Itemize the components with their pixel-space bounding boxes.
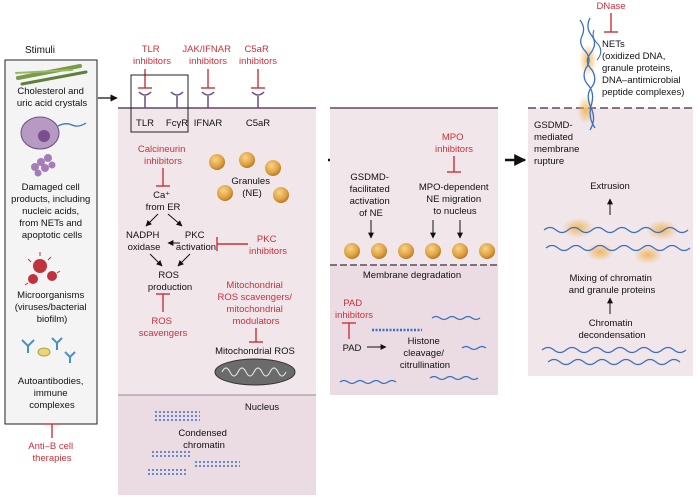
nadph-to-ros-arrow — [149, 253, 163, 267]
pad-inhibitors-label: PAD inhibitors — [335, 298, 373, 321]
net-release-panel: DNase NETs (oxidized DNA, granule protei… — [528, 1, 693, 376]
stimulus-microorganism-label: Microorganisms (viruses/bacterial biofil… — [15, 290, 89, 325]
c5ar-inhibitors-label: C5aR inhibitors — [239, 44, 277, 67]
pad-inhibitor-symbol — [342, 322, 356, 339]
jak-ifnar-inhibitors-label: JAK/IFNAR inhibitors — [182, 44, 233, 67]
gsdmd-rupture-label: GSDMD- mediated membrane rupture — [534, 120, 582, 167]
mpo-inhibitors-label: MPO inhibitors — [435, 132, 473, 155]
decondensation-label: Chromatin decondensation — [578, 318, 645, 341]
extrusion-label: Extrusion — [590, 181, 630, 192]
condensed-chromatin-label: Condensed chromatin — [178, 428, 229, 451]
granules-ne-label: Granules (NE) — [231, 176, 272, 199]
mixing-label: Mixing of chromatin and granule proteins — [569, 273, 656, 296]
ne-granule-row — [344, 243, 495, 259]
ros-scavenger-symbol — [156, 293, 170, 312]
calcineurin-inhibitor-symbol — [156, 168, 170, 187]
stimulus-antibody-label: Autoantibodies, immune complexes — [18, 376, 86, 411]
stimuli-panel: Stimuli Cholesterol and uric acid crysta… — [4, 45, 98, 464]
pkc-to-ros-arrow — [177, 253, 191, 267]
dnase-inhibitor-symbol — [604, 13, 618, 33]
receptor-c5ar-label: C5aR — [246, 118, 270, 129]
nucleic-acid-cluster-icon — [31, 154, 56, 177]
pad-label: PAD — [343, 343, 362, 354]
stimuli-title: Stimuli — [25, 45, 55, 56]
nadph-oxidase-label: NADPH oxidase — [126, 230, 162, 253]
anti-b-cell-inhibitor-symbol — [44, 423, 60, 438]
tlr-inhibitors-label: TLR inhibitors — [133, 44, 171, 67]
anti-b-cell-therapies-label: Anti–B cell therapies — [28, 441, 76, 464]
mpo-migration-label: MPO-dependent NE migration to nucleus — [419, 182, 491, 217]
crystals-icon — [15, 64, 88, 86]
neutrophil-panel: TLR inhibitors JAK/IFNAR inhibitors C5aR… — [118, 44, 316, 495]
calcineurin-inhibitors-label: Calcineurin inhibitors — [138, 144, 188, 167]
mitochondrion-icon — [214, 358, 296, 386]
nucleus-label: Nucleus — [245, 402, 280, 413]
ros-production-label: ROS production — [148, 270, 192, 293]
receptor-tlr-label: TLR — [136, 118, 154, 129]
receptor-icons — [138, 91, 265, 108]
antibody-icon — [21, 337, 76, 363]
ca-to-nadph-arrow — [145, 213, 159, 227]
granule-icons — [209, 152, 289, 203]
decondensed-chromatin-icon — [541, 346, 687, 366]
gsdmd-activation-label: GSDMD- facilitated activation of NE — [350, 172, 393, 219]
pkc-inhibitors-label: PKC inhibitors — [249, 234, 287, 257]
net-strands-icon — [577, 17, 602, 131]
mitochondrial-scavengers-label: Mitochondrial ROS scavengers/ mitochondr… — [217, 280, 294, 327]
microorganism-icon — [24, 252, 61, 286]
nets-label: NETs (oxidized DNA, granule proteins, DN… — [602, 39, 684, 98]
migration-arrows — [368, 220, 463, 239]
ros-scavengers-label: ROS scavengers — [139, 316, 188, 339]
condensed-chromatin-icon — [148, 411, 240, 475]
membrane-degradation-label: Membrane degradation — [363, 270, 461, 281]
pkc-activation-label: PKC activation — [176, 230, 216, 253]
mitochondrial-inhibitor-symbol — [249, 328, 263, 343]
ca-from-er-label: Ca⁺ from ER — [146, 190, 181, 213]
receptor-highlight-box — [130, 74, 189, 133]
receptor-inhibitor-symbols — [138, 69, 265, 89]
mitochondrial-ros-label: Mitochondrial ROS — [215, 346, 295, 357]
stimulus-crystals-label: Cholesterol and uric acid crystals — [17, 86, 87, 109]
receptor-fcgr-label: FcγR — [166, 118, 188, 129]
receptor-ifnar-label: IFNAR — [194, 118, 223, 129]
mixed-chromatin-icon — [543, 218, 691, 264]
mpo-inhibitor-symbol — [447, 156, 461, 173]
chromatin-strands-panel2 — [339, 315, 487, 385]
membrane-degradation-panel: MPO inhibitors GSDMD- facilitated activa… — [330, 107, 498, 395]
dnase-label: DNase — [596, 1, 625, 12]
histone-cleavage-label: Histone cleavage/ citrullination — [400, 336, 450, 371]
damaged-cell-icon — [20, 116, 87, 150]
stimulus-damaged-cell-label: Damaged cell products, including nucleic… — [11, 182, 93, 241]
ca-to-pkc-arrow — [167, 213, 183, 227]
pkc-inhibitor-symbol — [216, 237, 248, 251]
